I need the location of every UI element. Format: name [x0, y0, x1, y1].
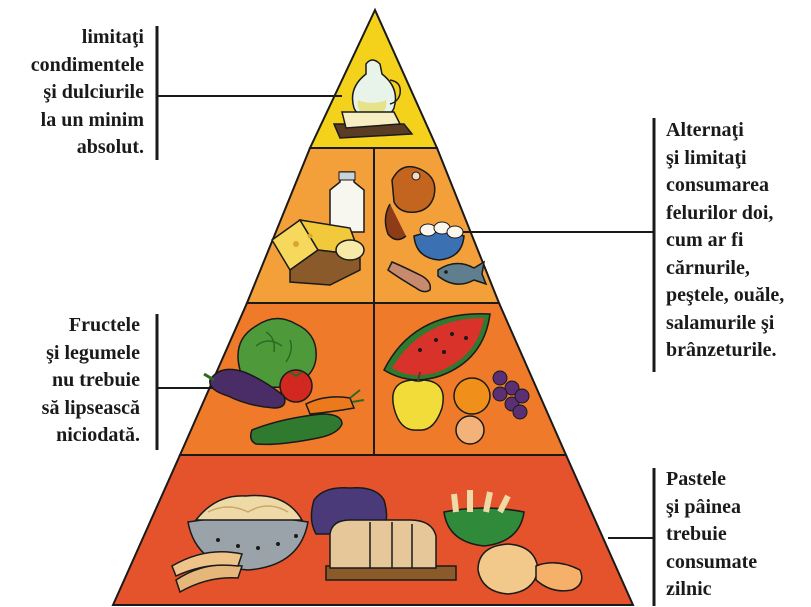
- orange-icon: [454, 378, 490, 414]
- fish-icon: [438, 262, 486, 284]
- label-line: consumate: [666, 549, 757, 577]
- label-fruit-vegetables: Fructele şi legumele nu trebuie să lipse…: [42, 312, 140, 450]
- label-line: cărnurile,: [666, 255, 784, 283]
- label-line: absolut.: [31, 134, 144, 162]
- label-line: cum ar fi: [666, 227, 784, 255]
- label-line: şi pâinea: [666, 494, 757, 522]
- label-line: Alternaţi: [666, 117, 784, 145]
- label-line: şi limitaţi: [666, 145, 784, 173]
- label-line: brânzeturile.: [666, 337, 784, 365]
- label-line: nu trebuie: [42, 367, 140, 395]
- label-line: salamurile şi: [666, 310, 784, 338]
- label-line: trebuie: [666, 521, 757, 549]
- label-line: şi dulciurile: [31, 79, 144, 107]
- label-line: zilnic: [666, 576, 757, 604]
- label-line: limitaţi: [31, 24, 144, 52]
- label-line: Pastele: [666, 466, 757, 494]
- label-line: niciodată.: [42, 422, 140, 450]
- label-line: la un minim: [31, 107, 144, 135]
- label-line: felurilor doi,: [666, 200, 784, 228]
- label-line: peştele, ouăle,: [666, 282, 784, 310]
- label-protein: Alternaţi şi limitaţi consumarea feluril…: [666, 117, 784, 365]
- label-line: condimentele: [31, 52, 144, 80]
- label-line: consumarea: [666, 172, 784, 200]
- label-line: Fructele: [42, 312, 140, 340]
- label-line: şi legumele: [42, 340, 140, 368]
- label-line: să lipsească: [42, 395, 140, 423]
- label-grains: Pastele şi pâinea trebuie consumate ziln…: [666, 466, 757, 604]
- label-sweets-condiments: limitaţi condimentele şi dulciurile la u…: [31, 24, 144, 162]
- peach-icon: [456, 416, 484, 444]
